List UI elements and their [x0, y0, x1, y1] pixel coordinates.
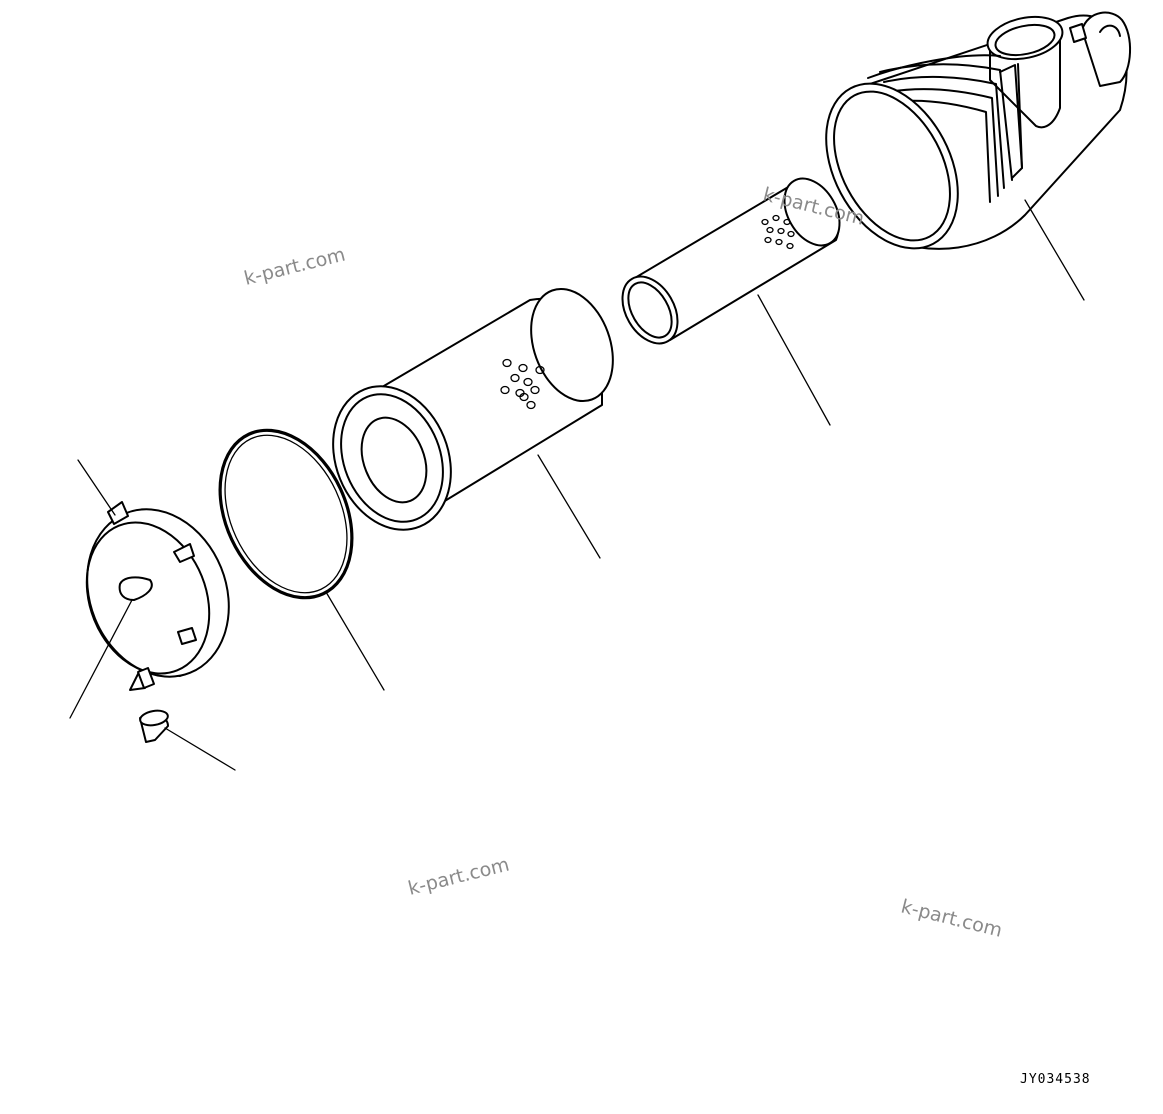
outer-filter-element [332, 287, 614, 559]
inner-filter-element [621, 177, 841, 426]
outer-element-label-dots [500, 358, 545, 410]
inner-element-label-dots [761, 214, 795, 250]
air-cleaner-housing [825, 11, 1132, 301]
drawing-code: JY034538 [1020, 1072, 1091, 1087]
watermark-text: k-part.com [899, 896, 1005, 942]
o-ring [218, 428, 385, 691]
watermark-text: k-part.com [406, 853, 512, 899]
cover-assembly [69, 459, 230, 719]
dust-valve [139, 709, 236, 771]
watermark-text: k-part.com [242, 243, 348, 289]
